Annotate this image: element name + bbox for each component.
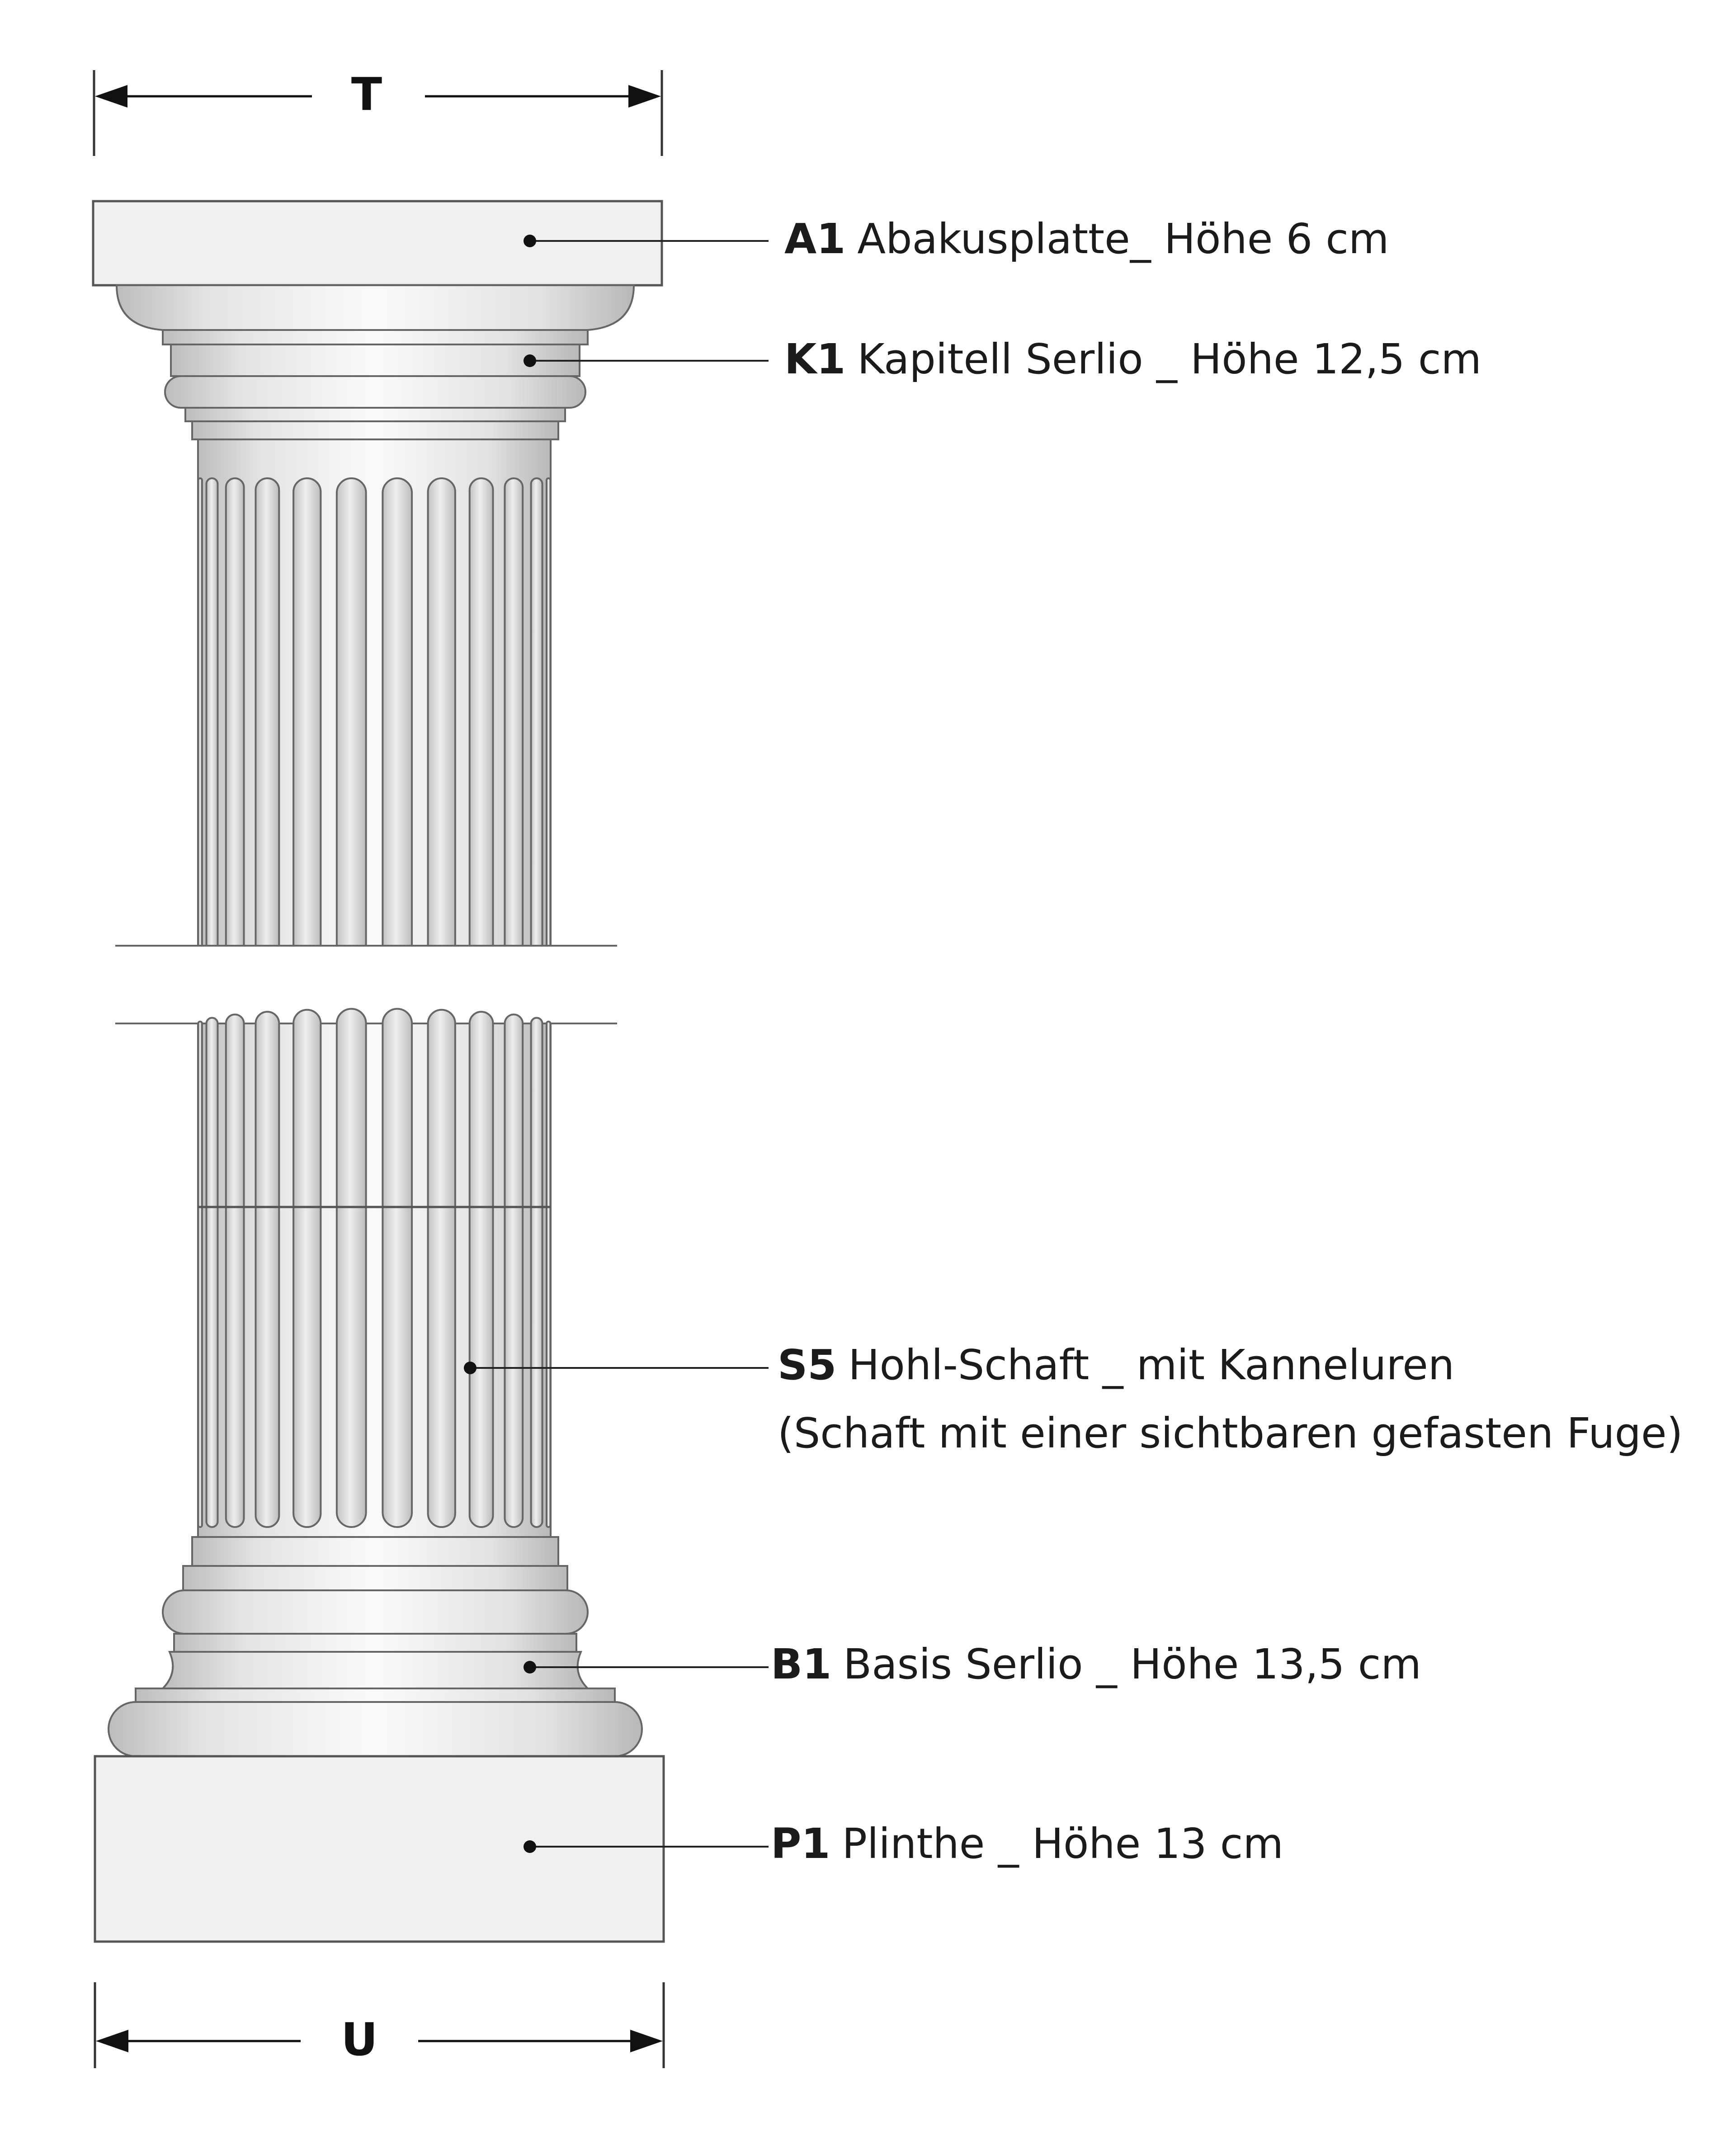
label-text: Basis Serlio _ Höhe 13,5 cm xyxy=(843,1640,1421,1688)
flute xyxy=(335,477,367,962)
flute xyxy=(255,477,280,958)
label-code: B1 xyxy=(771,1640,832,1688)
shaft-break xyxy=(115,945,617,1024)
dimension-bottom xyxy=(94,1982,665,2068)
flute xyxy=(292,477,322,961)
flute xyxy=(427,1009,456,1528)
flute xyxy=(225,1014,245,1528)
base xyxy=(108,1536,643,1757)
flute xyxy=(197,477,203,949)
shaft-upper xyxy=(197,438,552,962)
flute xyxy=(530,477,543,952)
label-code: K1 xyxy=(784,335,846,383)
flute xyxy=(292,1009,322,1528)
flute xyxy=(225,477,245,956)
flute xyxy=(382,1008,413,1528)
label-text: Abakusplatte_ Höhe 6 cm xyxy=(857,215,1389,263)
flute xyxy=(335,1008,367,1528)
label-text: Kapitell Serlio _ Höhe 12,5 cm xyxy=(857,335,1482,383)
flute xyxy=(205,477,219,952)
flute xyxy=(205,1017,219,1528)
abacus-plate xyxy=(92,200,663,287)
flute xyxy=(468,1011,494,1528)
flute xyxy=(546,1020,552,1528)
flute xyxy=(197,1020,203,1528)
label-text: Plinthe _ Höhe 13 cm xyxy=(842,1820,1283,1868)
flute xyxy=(255,1011,280,1528)
label-code: S5 xyxy=(778,1341,837,1389)
label-code: P1 xyxy=(771,1820,830,1868)
label-code: A1 xyxy=(784,215,846,263)
label-shaft-note: (Schaft mit einer sichtbaren gefasten Fu… xyxy=(778,1409,1683,1457)
flute xyxy=(504,477,524,956)
capital xyxy=(115,284,635,440)
flute xyxy=(382,477,413,962)
leader-lines xyxy=(470,240,769,1848)
plinth xyxy=(94,1755,665,1943)
dimension-bottom-label: U xyxy=(341,2013,378,2066)
flute xyxy=(546,477,552,949)
flute xyxy=(530,1017,543,1528)
label-text: Hohl-Schaft _ mit Kanneluren xyxy=(848,1341,1455,1389)
dimension-top xyxy=(93,70,663,156)
shaft-lower xyxy=(197,1008,552,1567)
leader-dots xyxy=(464,235,536,1853)
flute xyxy=(504,1014,524,1528)
flute xyxy=(468,477,494,958)
flute xyxy=(427,477,456,961)
dimension-top-label: T xyxy=(351,68,382,121)
